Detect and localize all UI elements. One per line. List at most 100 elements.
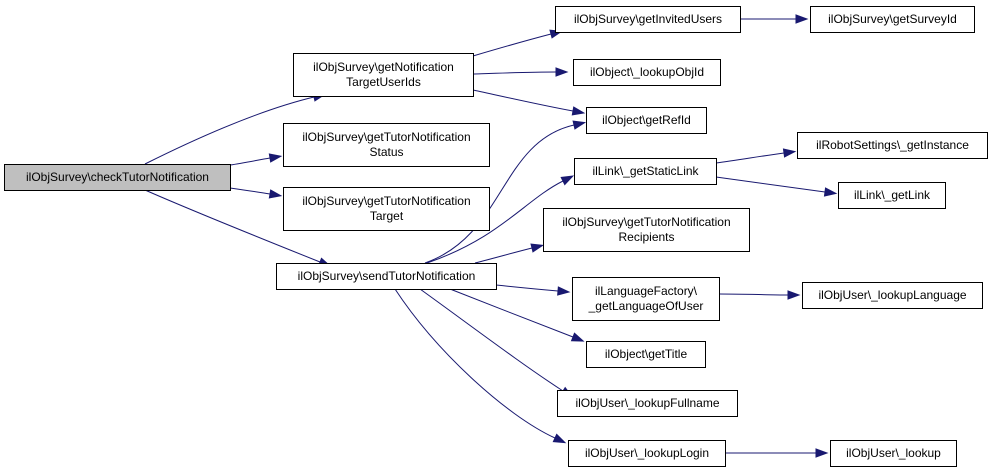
edge-n4-n9 — [426, 175, 575, 264]
edge-n0-n3 — [229, 187, 283, 199]
node-label: ilObjSurvey\getTutorNotification — [562, 215, 730, 229]
node-label: ilObjUser\_lookupLanguage — [818, 288, 966, 302]
node-n7[interactable]: ilObject\getRefId — [586, 107, 707, 134]
edge-line — [449, 288, 574, 338]
node-label: TargetUserIds — [346, 75, 421, 89]
node-box — [293, 53, 474, 97]
edge-line — [495, 284, 559, 292]
node-box — [586, 341, 706, 368]
edge-n0-n2 — [229, 153, 283, 166]
node-n17[interactable]: ilObjUser\_lookupLanguage — [802, 282, 983, 309]
arrowhead-icon — [552, 433, 567, 444]
call-nodes: ilObjSurvey\checkTutorNotification ilObjS… — [4, 6, 988, 467]
node-n0: ilObjSurvey\checkTutorNotification — [4, 164, 231, 191]
node-box — [802, 282, 983, 309]
edge-line — [419, 288, 564, 392]
node-label: ilObjSurvey\sendTutorNotification — [298, 269, 476, 283]
node-n11[interactable]: ilLanguageFactory\_getLanguageOfUser — [572, 277, 720, 321]
node-label: _getLanguageOfUser — [588, 299, 704, 313]
edge-line — [424, 124, 575, 264]
edge-n9-n16 — [715, 176, 838, 197]
node-n9[interactable]: ilLink\_getStaticLink — [574, 158, 717, 185]
edge-line — [144, 189, 321, 263]
edge-n1-n7 — [472, 89, 586, 116]
edge-n9-n15 — [715, 148, 797, 164]
edge-n14-n18 — [725, 448, 829, 458]
node-box — [830, 440, 957, 467]
node-n16[interactable]: ilLink\_getLink — [838, 182, 946, 209]
arrowhead-icon — [795, 14, 809, 24]
node-box — [797, 132, 988, 159]
edge-line — [474, 247, 533, 264]
node-label: ilLanguageFactory\ — [595, 284, 698, 298]
edge-line — [394, 288, 556, 439]
node-n5[interactable]: ilObjSurvey\getInvitedUsers — [555, 6, 741, 33]
arrowhead-icon — [782, 148, 797, 158]
node-box — [276, 263, 497, 290]
node-n10[interactable]: ilObjSurvey\getTutorNotificationRecipien… — [543, 208, 750, 252]
node-label: ilObjUser\_lookupFullname — [575, 396, 719, 410]
edge-n4-n10 — [474, 243, 545, 264]
node-label: ilObjSurvey\getTutorNotification — [302, 194, 470, 208]
node-label: ilLink\_getLink — [854, 188, 931, 202]
node-label: ilObjSurvey\getSurveyId — [828, 12, 957, 26]
node-label: ilObjSurvey\getNotification — [313, 60, 454, 74]
node-box — [838, 182, 946, 209]
node-box — [574, 158, 717, 185]
edge-line — [718, 293, 789, 296]
arrowhead-icon — [570, 332, 585, 342]
arrowhead-icon — [823, 187, 838, 197]
edge-line — [472, 89, 574, 112]
edge-line — [715, 152, 785, 164]
edge-n5-n8 — [740, 14, 809, 24]
edge-n4-n11 — [495, 284, 571, 296]
node-n15[interactable]: ilRobotSettings\_getInstance — [797, 132, 988, 159]
arrowhead-icon — [815, 448, 829, 458]
node-label: Target — [370, 209, 404, 223]
node-label: ilRobotSettings\_getInstance — [816, 138, 969, 152]
arrowhead-icon — [268, 189, 283, 199]
node-label: ilObjSurvey\getInvitedUsers — [574, 12, 722, 26]
node-label: ilObject\getTitle — [605, 347, 688, 361]
node-box — [555, 6, 741, 33]
node-box — [283, 187, 490, 231]
node-label: ilObjSurvey\getTutorNotification — [302, 130, 470, 144]
node-label: ilObject\getRefId — [602, 113, 691, 127]
node-n8[interactable]: ilObjSurvey\getSurveyId — [810, 6, 975, 33]
node-n4[interactable]: ilObjSurvey\sendTutorNotification — [276, 263, 497, 290]
node-box — [586, 107, 707, 134]
arrowhead-icon — [571, 106, 586, 116]
arrowhead-icon — [530, 243, 545, 253]
edge-n4-n12 — [449, 288, 585, 342]
node-box — [4, 164, 231, 191]
edge-line — [715, 176, 826, 193]
node-label: ilObjUser\_lookupLogin — [585, 446, 709, 460]
node-n18[interactable]: ilObjUser\_lookup — [830, 440, 957, 467]
arrowhead-icon — [555, 67, 569, 77]
node-label: ilObjUser\_lookup — [846, 446, 941, 460]
arrowhead-icon — [572, 120, 587, 130]
node-box — [543, 208, 750, 252]
node-n6[interactable]: ilObject\_lookupObjId — [573, 59, 721, 86]
node-label: ilObjSurvey\checkTutorNotification — [26, 170, 209, 184]
node-label: Recipients — [618, 230, 674, 244]
node-box — [573, 59, 721, 86]
node-n13[interactable]: ilObjUser\_lookupFullname — [557, 390, 738, 417]
edge-n1-n5 — [472, 29, 564, 57]
node-label: Status — [369, 145, 403, 159]
arrowhead-icon — [560, 175, 575, 186]
node-n14[interactable]: ilObjUser\_lookupLogin — [568, 440, 726, 467]
node-label: ilLink\_getStaticLink — [592, 164, 699, 178]
edge-n4-n13 — [419, 288, 574, 398]
arrowhead-icon — [787, 290, 801, 300]
node-box — [572, 277, 720, 321]
node-n12[interactable]: ilObject\getTitle — [586, 341, 706, 368]
node-label: ilObject\_lookupObjId — [590, 65, 704, 79]
node-box — [568, 440, 726, 467]
node-box — [283, 123, 490, 167]
edge-line — [229, 187, 271, 195]
